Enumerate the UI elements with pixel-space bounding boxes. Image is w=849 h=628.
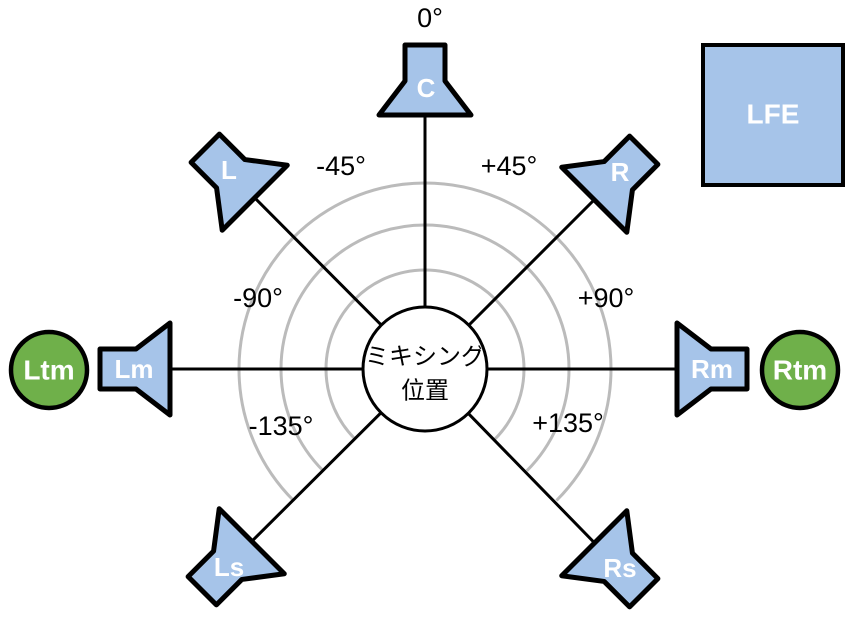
speaker-icon-ls [185, 506, 287, 608]
lfe-label: LFE [747, 99, 800, 130]
speaker-icon-c [376, 42, 474, 118]
speaker-icon-rm [674, 320, 750, 418]
angle-label-0: 0° [417, 3, 443, 33]
top-speaker-label-rtm: Rtm [773, 355, 827, 386]
angle-label-plus135: +135° [532, 408, 604, 438]
speaker-label-rm: Rm [691, 354, 733, 384]
speaker-icon-lm [97, 320, 173, 418]
angle-label-minus90: -90° [233, 283, 283, 313]
speaker-label-ls: Ls [214, 552, 244, 582]
speaker-label-lm: Lm [115, 354, 154, 384]
speaker-icon-r [559, 133, 661, 235]
speaker-label-r: R [611, 157, 630, 187]
angle-label-plus45: +45° [481, 151, 538, 181]
speaker-icon-rs [559, 508, 661, 610]
speaker-label-c: C [417, 73, 436, 103]
speaker-icon-l [188, 131, 290, 233]
speaker-label-l: L [221, 155, 237, 185]
angle-label-minus45: -45° [316, 151, 366, 181]
angle-label-minus135: -135° [249, 411, 314, 441]
mixing-position-label-line1: ミキシング [365, 344, 485, 371]
angle-label-plus90: +90° [578, 283, 635, 313]
top-speaker-icon-rtm [759, 329, 841, 411]
top-speaker-icon-ltm [8, 329, 90, 411]
speaker-label-rs: Rs [603, 553, 636, 583]
top-speaker-label-ltm: Ltm [23, 355, 74, 386]
mixing-position-circle [361, 305, 489, 433]
mixing-position-label-line2: 位置 [401, 378, 449, 405]
lfe-icon [701, 43, 845, 187]
